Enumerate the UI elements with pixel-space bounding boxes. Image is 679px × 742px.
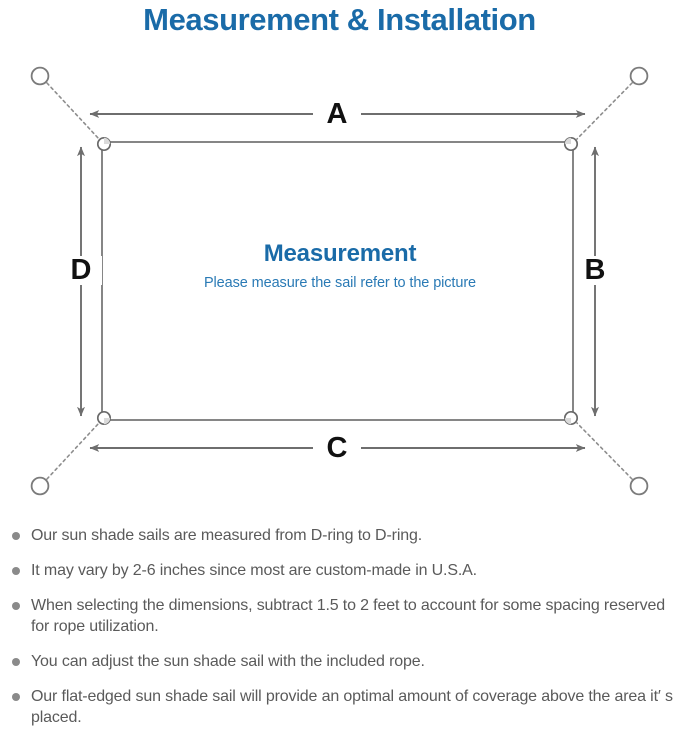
- rope-lines: [46, 82, 633, 480]
- bullet-icon: [12, 658, 20, 666]
- rope-line-top-left: [46, 82, 100, 140]
- dimension-label-d: D: [60, 256, 102, 285]
- list-item-text: It may vary by 2-6 inches since most are…: [31, 562, 477, 579]
- sail-caption: Measurement Please measure the sail refe…: [110, 239, 570, 294]
- list-item: When selecting the dimensions, subtract …: [0, 595, 679, 637]
- d-ring-shade-bottom-right: [564, 418, 571, 425]
- dimension-label-a: A: [313, 100, 361, 129]
- d-ring-shade-bottom-left: [104, 418, 111, 425]
- anchor-ring-bottom-left: [30, 476, 50, 496]
- rope-line-bottom-left: [46, 422, 100, 480]
- dimension-label-b: B: [574, 256, 616, 285]
- bullet-icon: [12, 532, 20, 540]
- anchor-ring-top-right: [629, 66, 649, 86]
- rope-line-top-right: [576, 82, 633, 140]
- anchor-ring-bottom-right: [629, 476, 649, 496]
- d-ring-shade-top-right: [564, 137, 571, 144]
- anchor-ring-top-left: [30, 66, 50, 86]
- dimension-label-c: C: [313, 434, 361, 463]
- d-rings: [96, 136, 579, 426]
- list-item: It may vary by 2-6 inches since most are…: [0, 560, 679, 581]
- sail-caption-title: Measurement: [263, 240, 417, 267]
- sail-body: [101, 141, 574, 421]
- bullet-icon: [12, 693, 20, 701]
- list-item-text: Our sun shade sails are measured from D-…: [31, 527, 423, 544]
- measurement-diagram: A B C D Measurement Please measure the s…: [0, 44, 679, 514]
- rope-line-bottom-right: [576, 422, 633, 480]
- list-item: You can adjust the sun shade sail with t…: [0, 651, 679, 672]
- diagram-svg: [30, 66, 649, 496]
- bullet-icon: [12, 602, 20, 610]
- list-item: Our flat-edged sun shade sail will provi…: [0, 686, 679, 728]
- bullet-icon: [12, 567, 20, 575]
- page-title: Measurement & Installation: [143, 2, 536, 37]
- list-item: Our sun shade sails are measured from D-…: [0, 525, 679, 546]
- sail-caption-subtitle: Please measure the sail refer to the pic…: [203, 275, 477, 291]
- notes-list: Our sun shade sails are measured from D-…: [0, 525, 679, 742]
- anchor-rings: [30, 66, 649, 496]
- list-item-text: Our flat-edged sun shade sail will provi…: [31, 688, 673, 726]
- list-item-text: When selecting the dimensions, subtract …: [31, 597, 665, 635]
- d-ring-shade-top-left: [104, 137, 111, 144]
- list-item-text: You can adjust the sun shade sail with t…: [31, 653, 425, 670]
